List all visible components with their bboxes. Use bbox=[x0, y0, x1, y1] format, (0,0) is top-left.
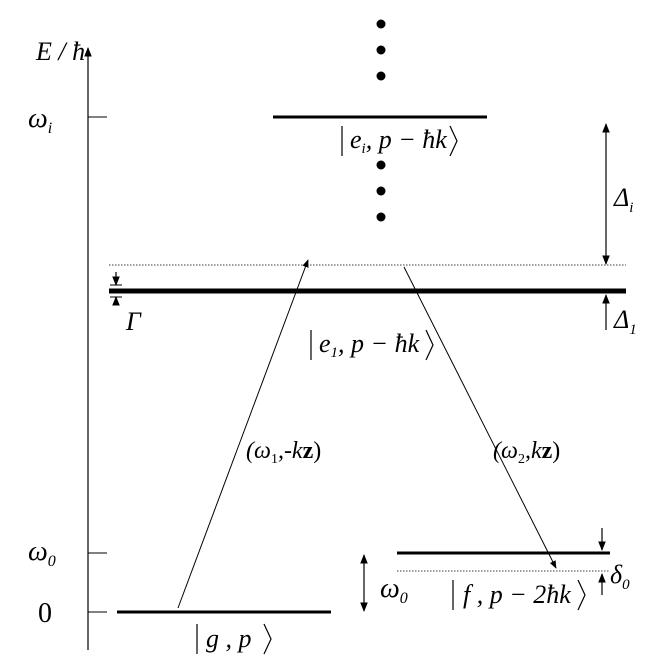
gamma-linewidth-marker bbox=[110, 272, 122, 306]
ket-g: g , p bbox=[196, 623, 272, 655]
delta-1-label: Δ1 bbox=[613, 305, 637, 338]
ket-e1: e1, p − ħk bbox=[310, 329, 434, 361]
ket-f: f , p − 2ħk bbox=[452, 579, 586, 611]
tick-label-zero: 0 bbox=[38, 598, 52, 629]
pump-beam-label: (ω1,-kz) bbox=[246, 438, 321, 467]
continuum-dot bbox=[376, 212, 386, 222]
omega-0-label: ω0 bbox=[380, 573, 408, 607]
continuum-dot bbox=[376, 186, 386, 196]
pump-beam-arrow bbox=[177, 259, 309, 609]
delta-0-label: δ0 bbox=[610, 560, 630, 593]
svg-text:f , p − 2ħk: f , p − 2ħk bbox=[463, 580, 571, 609]
tick-label-omega-i: ωi bbox=[28, 103, 52, 137]
tick-label-omega-0: ω0 bbox=[28, 536, 56, 570]
continuum-dot bbox=[376, 45, 386, 55]
delta-i-label: Δi bbox=[613, 183, 633, 216]
stokes-beam-label: (ω2,kz) bbox=[493, 438, 560, 467]
ket-ei: ei, p − ħk bbox=[341, 125, 458, 157]
energy-axis-label: E / ħ bbox=[35, 37, 85, 66]
continuum-dot bbox=[376, 71, 386, 81]
svg-text:ei, p − ħk: ei, p − ħk bbox=[350, 125, 447, 157]
continuum-dot bbox=[376, 160, 386, 170]
stokes-beam-arrow bbox=[403, 266, 557, 569]
svg-text:e1, p − ħk: e1, p − ħk bbox=[319, 329, 420, 361]
gamma-label: Γ bbox=[125, 307, 142, 336]
svg-text:g , p: g , p bbox=[206, 624, 252, 653]
continuum-dot bbox=[376, 19, 386, 29]
